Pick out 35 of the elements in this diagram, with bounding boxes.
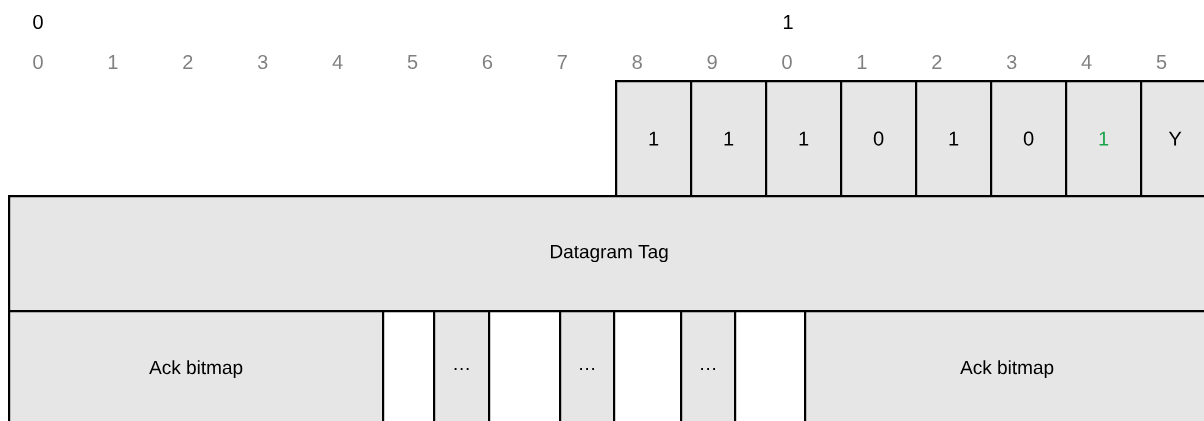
header-number: 0 bbox=[33, 14, 43, 30]
bit-number: 2 bbox=[932, 55, 942, 69]
field-box: … bbox=[680, 310, 737, 421]
bit-number: 1 bbox=[108, 55, 118, 69]
field-box: Ack bitmap bbox=[804, 310, 1204, 421]
bit-number: 4 bbox=[332, 55, 343, 69]
bit-number: 1 bbox=[857, 55, 867, 69]
bit-box: 1 bbox=[915, 80, 993, 198]
bit-number: 5 bbox=[407, 55, 418, 69]
bit-box: 1 bbox=[615, 80, 693, 198]
header-number: 1 bbox=[783, 15, 793, 29]
empty-box bbox=[734, 310, 807, 421]
bit-number: 8 bbox=[632, 54, 642, 70]
empty-box bbox=[613, 310, 683, 421]
empty-box bbox=[382, 310, 436, 421]
bit-number: 5 bbox=[1156, 55, 1167, 69]
field-box: … bbox=[559, 310, 616, 421]
bit-number: 9 bbox=[707, 54, 717, 70]
bit-number: 4 bbox=[1081, 55, 1092, 69]
bit-number: 0 bbox=[782, 54, 792, 70]
bit-box: 0 bbox=[840, 80, 918, 198]
bit-number: 3 bbox=[257, 54, 268, 70]
bit-box: 1 bbox=[1065, 80, 1143, 198]
bit-box: 1 bbox=[690, 80, 768, 198]
bit-number: 2 bbox=[183, 55, 193, 69]
empty-box bbox=[488, 310, 562, 421]
bit-number: 3 bbox=[1006, 54, 1017, 70]
bit-box: Y bbox=[1140, 80, 1204, 198]
bit-box: 1 bbox=[765, 80, 843, 198]
bit-box: 0 bbox=[990, 80, 1068, 198]
bit-number: 0 bbox=[33, 54, 43, 70]
field-box: Ack bitmap bbox=[8, 310, 385, 421]
field-box: … bbox=[433, 310, 491, 421]
bit-number: 6 bbox=[482, 54, 493, 70]
bit-number: 7 bbox=[557, 55, 567, 69]
